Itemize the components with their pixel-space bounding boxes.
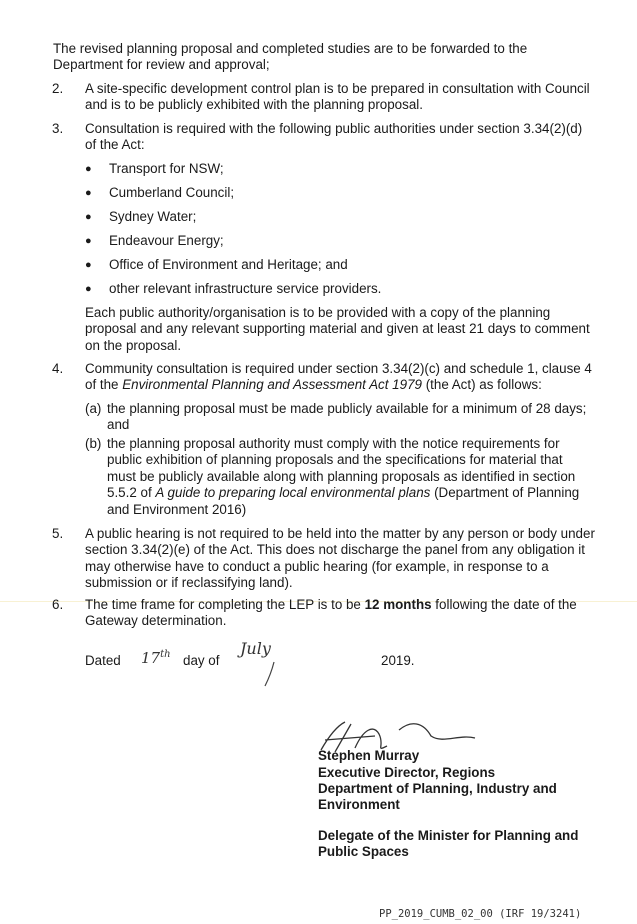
delegate-text: Delegate of the Minister for Planning an… xyxy=(318,828,579,860)
handwritten-flourish xyxy=(264,661,275,687)
item-6-text: The time frame for completing the LEP is… xyxy=(85,597,577,629)
item-4-text: Community consultation is required under… xyxy=(85,361,592,393)
day-of-label: day of xyxy=(183,653,220,668)
bullet-item: Sydney Water; xyxy=(109,209,197,224)
item-4b-text: the planning proposal authority must com… xyxy=(107,436,580,517)
signature-scribble xyxy=(320,721,476,753)
bullet-item: Cumberland Council; xyxy=(109,185,235,200)
item-5-number: 5. xyxy=(52,526,64,541)
bullet-item: Transport for NSW; xyxy=(109,161,224,176)
bullet-icon: ● xyxy=(85,259,92,271)
item-4a-text: the planning proposal must be made publi… xyxy=(107,401,587,433)
intro-paragraph: The revised planning proposal and comple… xyxy=(53,41,528,73)
footer-reference: PP_2019_CUMB_02_00 (IRF 19/3241) xyxy=(379,908,582,920)
signatory-title: Executive Director, Regions xyxy=(318,765,496,780)
bullet-icon: ● xyxy=(85,187,92,199)
item-4-number: 4. xyxy=(52,361,64,376)
bullet-item: Endeavour Energy; xyxy=(109,233,224,248)
scan-line xyxy=(0,601,637,602)
bullet-item: Office of Environment and Heritage; and xyxy=(109,257,348,272)
item-2-number: 2. xyxy=(52,81,64,96)
bullet-icon: ● xyxy=(85,211,92,223)
bullet-item: other relevant infrastructure service pr… xyxy=(109,281,382,296)
item-2-text: A site-specific development control plan… xyxy=(85,81,590,113)
item-5-text: A public hearing is not required to be h… xyxy=(85,526,595,591)
item-3-note: Each public authority/organisation is to… xyxy=(85,305,590,353)
bullet-icon: ● xyxy=(85,235,92,247)
item-4b-label: (b) xyxy=(85,436,102,451)
item-4a-label: (a) xyxy=(85,401,102,416)
signatory-name: Stephen Murray xyxy=(318,748,420,763)
handwritten-day: 17th xyxy=(141,649,171,667)
handwritten-month: July xyxy=(240,639,271,658)
dated-label: Dated xyxy=(85,653,121,668)
item-6-number: 6. xyxy=(52,597,64,612)
year-label: 2019. xyxy=(381,653,415,668)
bullet-icon: ● xyxy=(85,163,92,175)
item-3-text: Consultation is required with the follow… xyxy=(85,121,583,153)
bullet-icon: ● xyxy=(85,283,92,295)
signatory-department: Department of Planning, Industry and Env… xyxy=(318,781,557,813)
item-3-number: 3. xyxy=(52,121,64,136)
